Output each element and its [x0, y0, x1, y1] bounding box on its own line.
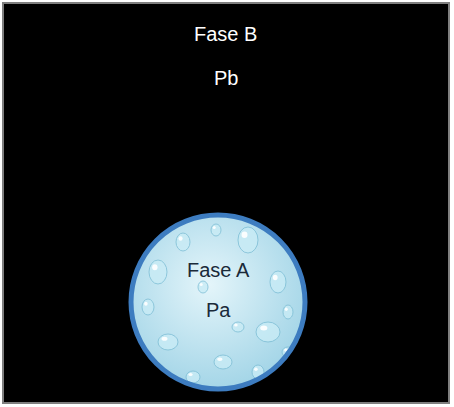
pressure-label: Pb	[214, 66, 238, 90]
phase-b-region: Fase B PbFase A Pa	[2, 2, 450, 404]
pressure-label: Pa	[206, 298, 230, 322]
phase-label: Fase A	[187, 258, 249, 282]
phase-a-region: Fase A Pa	[128, 212, 308, 392]
phase-label: Fase B	[194, 22, 257, 46]
